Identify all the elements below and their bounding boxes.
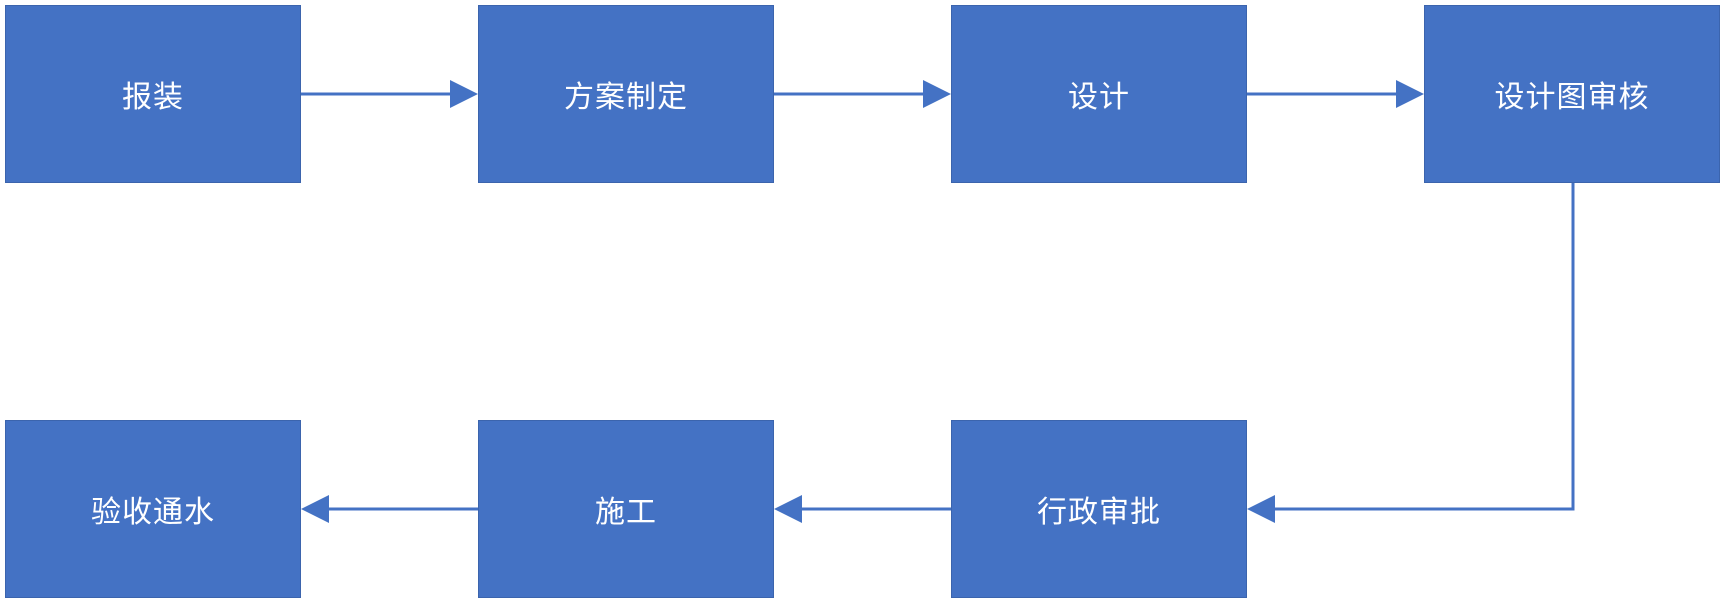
node-label: 方案制定	[564, 80, 688, 115]
edge-shenhe-to-xingzheng	[1273, 183, 1575, 511]
node-label: 验收通水	[91, 495, 215, 530]
node-baozhuang: 报装	[5, 5, 301, 183]
node-yanshou-tongshui: 验收通水	[5, 420, 301, 598]
arrowhead-to-yanshou	[301, 495, 329, 523]
node-label: 设计图审核	[1494, 80, 1650, 115]
arrowhead-to-shenhe	[1396, 80, 1424, 108]
node-label: 施工	[595, 495, 657, 530]
arrowhead-to-fangan	[450, 80, 478, 108]
node-label: 报装	[122, 80, 184, 115]
node-label: 设计	[1068, 80, 1130, 115]
node-label: 行政审批	[1037, 495, 1161, 530]
node-shejitu-shenhe: 设计图审核	[1424, 5, 1720, 183]
node-sheji: 设计	[951, 5, 1247, 183]
node-xingzheng-shenpi: 行政审批	[951, 420, 1247, 598]
arrowhead-to-xingzheng	[1247, 495, 1275, 523]
arrowhead-to-shigong	[774, 495, 802, 523]
arrowhead-to-sheji	[923, 80, 951, 108]
node-shigong: 施工	[478, 420, 774, 598]
node-fangan-zhiding: 方案制定	[478, 5, 774, 183]
